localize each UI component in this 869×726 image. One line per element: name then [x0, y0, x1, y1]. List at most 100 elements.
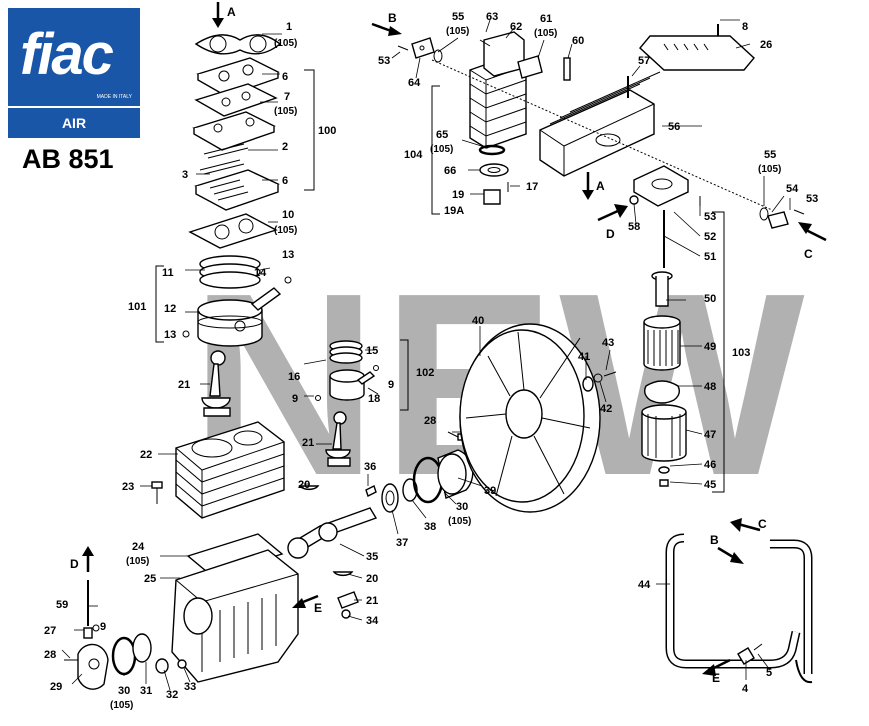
label-6b: 6: [282, 175, 288, 187]
label-36: 36: [364, 461, 376, 473]
label-50: 50: [704, 293, 716, 305]
lockwasher-42: [593, 373, 603, 383]
piston-12: [197, 299, 263, 347]
label-53c: 53: [806, 193, 818, 205]
filter-cap-50: [651, 271, 673, 307]
label-21b: 21: [302, 437, 314, 449]
screw-5: [753, 643, 763, 651]
nut-45: [659, 479, 669, 487]
clip-4: [737, 647, 755, 665]
label-65: 65: [436, 129, 448, 141]
cylinder-head-62: [469, 31, 527, 149]
key-36: [365, 485, 377, 497]
circlip-13a: [284, 276, 292, 284]
label-55b-sub: (105): [758, 164, 781, 175]
label-65-sub: (105): [430, 144, 453, 155]
label-37: 37: [396, 537, 408, 549]
flange-64: [411, 37, 435, 59]
label-20a: 20: [298, 479, 310, 491]
part-labels: 1 (105) 6 7 (105) 100 2 3 6 10 (105) 13 …: [44, 11, 818, 711]
valve-19: [483, 189, 501, 205]
filter-element-49: [643, 315, 681, 371]
seal-9c: [92, 624, 100, 632]
arrow-label-b-top: B: [388, 11, 397, 25]
group-bracket-101: [155, 265, 164, 343]
label-9c: 9: [100, 621, 106, 633]
oring-55a: [433, 49, 443, 63]
washer-33: [177, 659, 187, 669]
label-64: 64: [408, 77, 421, 89]
piston-16: [329, 369, 365, 401]
label-55a-sub: (105): [446, 26, 469, 37]
label-1: 1: [286, 21, 292, 33]
label-61-sub: (105): [534, 28, 557, 39]
crankshaft-35: [287, 507, 378, 559]
arrow-c-right: [798, 222, 827, 242]
label-7-sub: (105): [274, 106, 297, 117]
label-55b: 55: [764, 149, 776, 161]
arrow-label-e-pipe: E: [712, 671, 720, 685]
arrow-b-pipe: [717, 546, 744, 564]
group-bracket-100: [304, 69, 315, 191]
gasket-1: [194, 34, 282, 55]
piston-rings-15: [329, 340, 363, 364]
manifold-52: [633, 165, 689, 207]
label-15: 15: [366, 345, 378, 357]
arrow-c-pipe: [730, 518, 761, 532]
label-31: 31: [140, 685, 152, 697]
bearing-37: [381, 483, 399, 513]
logo-badge: fiac MADE IN ITALY: [8, 8, 140, 106]
arrow-label-a-right: A: [596, 179, 605, 193]
label-21a: 21: [178, 379, 190, 391]
valve-plate-7: [194, 83, 278, 117]
oring-30b: [412, 456, 444, 504]
label-7: 7: [284, 91, 290, 103]
gasket-61: [517, 55, 543, 79]
circlip-13b: [182, 330, 190, 338]
axis-line: [431, 59, 773, 211]
label-53b: 53: [704, 211, 716, 223]
label-28a: 28: [44, 649, 56, 661]
label-4: 4: [742, 683, 749, 695]
label-30b-sub: (105): [448, 516, 471, 527]
circlip-9a: [373, 365, 379, 371]
label-26: 26: [760, 39, 772, 51]
label-49: 49: [704, 341, 716, 353]
flange-54: [767, 211, 789, 229]
group-bracket-103: [712, 211, 725, 493]
reed-valve-2: [203, 143, 249, 159]
label-101: 101: [128, 301, 146, 313]
label-66: 66: [444, 165, 456, 177]
circlip-9b: [315, 395, 321, 401]
label-29: 29: [50, 681, 62, 693]
flywheel-40: [459, 323, 601, 513]
oring-30a: [111, 636, 137, 676]
screw-43: [603, 371, 617, 377]
valve-plate-6-top: [196, 57, 280, 97]
logo-wordmark: fiac: [20, 22, 114, 87]
label-2: 2: [282, 141, 288, 153]
label-58: 58: [628, 221, 640, 233]
arrow-b-top: [371, 22, 402, 36]
label-11: 11: [162, 267, 174, 279]
label-55a: 55: [452, 11, 464, 23]
crankcase-25: [171, 549, 299, 683]
label-102: 102: [416, 367, 434, 379]
logo-made-in: MADE IN ITALY: [96, 94, 132, 100]
screw-63: [479, 39, 491, 47]
arrow-label-e-left: E: [314, 601, 322, 615]
piston-pin-18: [356, 371, 376, 385]
cover-26: [639, 35, 755, 71]
label-14: 14: [254, 267, 267, 279]
label-22: 22: [140, 449, 152, 461]
valve-plate-6-bottom: [194, 169, 280, 211]
connecting-rod-21b: [325, 411, 351, 467]
head-gasket-10: [188, 213, 278, 249]
label-10: 10: [282, 209, 294, 221]
cap-27: [83, 627, 93, 639]
label-100: 100: [318, 125, 336, 137]
bearing-cover-39: [437, 449, 474, 499]
rear-cover-29: [77, 643, 109, 690]
washer-46: [658, 466, 670, 474]
